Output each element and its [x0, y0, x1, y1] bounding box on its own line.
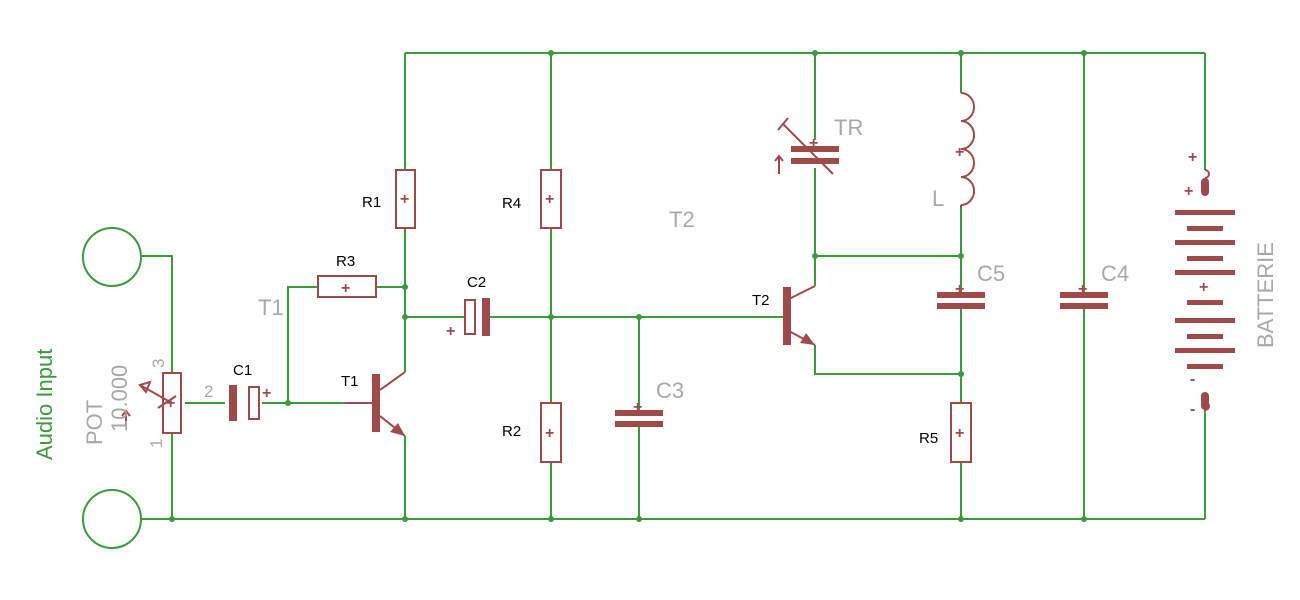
svg-text:+: +	[166, 395, 175, 412]
pot-pin-2: 2	[204, 382, 213, 401]
svg-text:+: +	[400, 191, 409, 208]
t2-value-label: T2	[669, 207, 695, 232]
r4-label: R4	[502, 195, 521, 212]
pot-pin-3: 3	[149, 359, 168, 368]
audio-input-pad-bottom	[82, 489, 142, 549]
c3-label: C3	[656, 378, 684, 403]
trimmer-capacitor-tr: +	[774, 117, 839, 175]
r1-label: R1	[362, 194, 381, 211]
audio-input-pad-top	[82, 227, 142, 287]
pot-name-label: POT	[82, 400, 107, 445]
pot-pin-1: 1	[147, 439, 166, 448]
capacitor-c5: +	[937, 281, 985, 309]
c1-label: C1	[233, 362, 252, 379]
svg-text:+: +	[1188, 149, 1197, 166]
inductor-l: +	[955, 92, 975, 208]
t2-part-label: T2	[752, 292, 770, 309]
capacitor-c4: +	[1060, 281, 1108, 309]
r3-label: R3	[336, 253, 355, 270]
transistor-t1	[345, 371, 406, 437]
capacitor-c1: +	[229, 385, 271, 421]
resistor-r3: +	[317, 275, 377, 298]
transistor-t2	[783, 285, 816, 346]
c2-label: C2	[467, 274, 486, 291]
svg-text:-: -	[1190, 401, 1195, 418]
junctions	[169, 50, 1087, 522]
svg-text:+: +	[446, 323, 455, 340]
svg-text:+: +	[633, 399, 642, 416]
battery-batterie: + + + - -	[1175, 149, 1235, 418]
svg-text:+: +	[1184, 183, 1193, 200]
capacitor-c3: +	[615, 399, 663, 427]
resistor-r5: +	[950, 402, 972, 463]
svg-text:+: +	[809, 135, 818, 152]
resistor-r2: +	[540, 402, 562, 463]
battery-label: BATTERIE	[1253, 242, 1278, 348]
t1-value-label: T1	[258, 295, 284, 320]
c5-label: C5	[977, 261, 1005, 286]
svg-text:-: -	[1190, 371, 1195, 388]
r5-label: R5	[919, 430, 938, 447]
svg-text:+: +	[1078, 281, 1087, 298]
r3-left-wire	[287, 286, 318, 403]
svg-text:+: +	[341, 280, 350, 297]
l-label: L	[932, 186, 944, 211]
wires	[142, 50, 1206, 522]
potentiometer: +	[121, 372, 182, 434]
r2-label: R2	[502, 423, 521, 440]
svg-text:+: +	[545, 425, 554, 442]
svg-text:+: +	[955, 144, 964, 161]
svg-text:+: +	[262, 385, 271, 402]
svg-text:+: +	[1199, 279, 1208, 296]
pot-wiper-icon	[139, 384, 173, 404]
c4-label: C4	[1101, 261, 1129, 286]
resistor-r4: +	[540, 169, 562, 229]
svg-text:+: +	[955, 281, 964, 298]
t2-emitter-wire	[814, 345, 961, 375]
t1-part-label: T1	[341, 373, 359, 390]
audio-input-label: Audio Input	[32, 349, 57, 460]
svg-text:+: +	[955, 425, 964, 442]
pot-value-label: 10.000	[107, 365, 132, 432]
resistor-r1: +	[395, 169, 416, 229]
tr-label: TR	[834, 115, 863, 140]
svg-text:+: +	[545, 191, 554, 208]
capacitor-c2: +	[446, 298, 490, 340]
input-top-wire	[142, 255, 173, 372]
